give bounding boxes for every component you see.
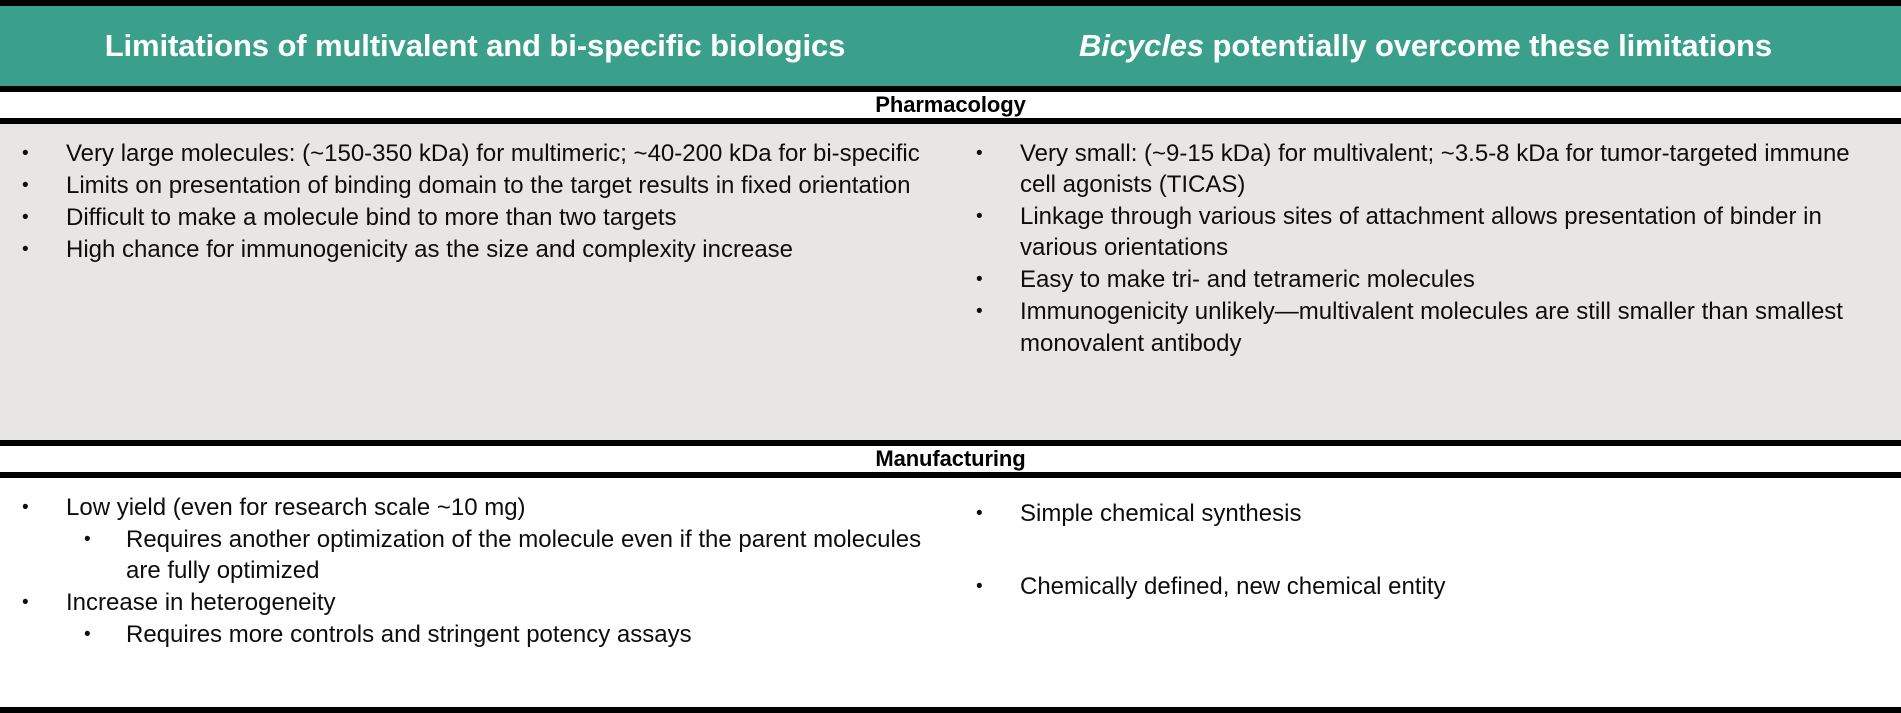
bullet-marker-icon: • [22, 497, 29, 518]
bullet-marker-icon: • [976, 206, 983, 228]
bullet-text: Low yield (even for research scale ~10 m… [66, 494, 526, 521]
bullet-item: • Linkage through various sites of attach… [972, 201, 1877, 263]
bullet-item: • Very large molecules: (~150-350 kDa) fo… [18, 138, 932, 169]
pharmacology-right-list: • Very small: (~9-15 kDa) for multivalent… [972, 138, 1877, 359]
bullet-marker-icon: • [22, 175, 29, 197]
section-header-label: Manufacturing [875, 446, 1026, 471]
manufacturing-left-column: • Low yield (even for research scale ~10 … [0, 478, 950, 707]
table-bottom-rule [0, 707, 1901, 713]
bullet-text: Chemically defined, new chemical entity [1020, 573, 1446, 601]
section-content-pharmacology: • Very large molecules: (~150-350 kDa) fo… [0, 124, 1901, 440]
bullet-item: • Limits on presentation of binding domai… [18, 170, 932, 201]
bullet-text: Easy to make tri- and tetrameric molecul… [1020, 266, 1475, 294]
bullet-item: • Immunogenicity unlikely—multivalent mol… [972, 296, 1877, 358]
section-header-label: Pharmacology [875, 92, 1026, 117]
bullet-text: Increase in heterogeneity [66, 589, 336, 617]
bullet-item: • Chemically defined, new chemical entity [972, 571, 1877, 602]
bullet-marker-icon: • [84, 624, 91, 646]
bullet-marker-icon: • [84, 529, 91, 551]
bullet-text: Requires more controls and stringent pot… [126, 621, 692, 649]
bullet-text: Simple chemical synthesis [1020, 500, 1302, 527]
header-title-left: Limitations of multivalent and bi-specif… [104, 27, 846, 63]
bullet-item: • Difficult to make a molecule bind to mo… [18, 202, 932, 233]
pharmacology-left-column: • Very large molecules: (~150-350 kDa) fo… [0, 124, 950, 440]
header-title-right-emphasis: Bicycles [1078, 27, 1204, 63]
manufacturing-right-list: • Simple chemical synthesis • Chemically de… [972, 498, 1877, 602]
section-header-manufacturing: Manufacturing [0, 440, 1901, 478]
pharmacology-left-list: • Very large molecules: (~150-350 kDa) fo… [18, 138, 932, 266]
bullet-marker-icon: • [22, 207, 29, 229]
bullet-marker-icon: • [22, 143, 29, 164]
bullet-text: Immunogenicity unlikely—multivalent mole… [1020, 298, 1843, 357]
bullet-item: • Low yield (even for research scale ~10 … [18, 492, 932, 523]
bullet-item: • High chance for immunogenicity as the s… [18, 234, 932, 265]
bullet-item: • Very small: (~9-15 kDa) for multivalent… [972, 138, 1877, 200]
bullet-marker-icon: • [976, 576, 983, 598]
bullet-marker-icon: • [976, 301, 983, 323]
manufacturing-left-list: • Low yield (even for research scale ~10 … [18, 492, 932, 651]
section-content-manufacturing: • Low yield (even for research scale ~10 … [0, 478, 1901, 707]
header-cell-left: Limitations of multivalent and bi-specif… [0, 6, 950, 86]
manufacturing-right-column: • Simple chemical synthesis • Chemically de… [950, 478, 1901, 707]
bullet-marker-icon: • [976, 143, 983, 164]
bullet-text: Very large molecules: (~150-350 kDa) for… [66, 140, 920, 167]
bullet-text: High chance for immunogenicity as the si… [66, 236, 794, 264]
bullet-marker-icon: • [22, 239, 29, 261]
bullet-item: • Requires more controls and stringent po… [18, 619, 932, 650]
table-top-rule [0, 0, 1901, 6]
table-header-band: Limitations of multivalent and bi-specif… [0, 6, 1901, 86]
bullet-item: • Easy to make tri- and tetrameric molecu… [972, 264, 1877, 295]
bullet-item: • Simple chemical synthesis [972, 498, 1877, 529]
header-title-right: Bicycles potentially overcome these limi… [1079, 28, 1772, 65]
section-header-pharmacology: Pharmacology [0, 86, 1901, 124]
bullet-item: • Increase in heterogeneity [18, 587, 932, 618]
bullet-text: Linkage through various sites of attachm… [1020, 203, 1822, 262]
bullet-text: Very small: (~9-15 kDa) for multivalent;… [1020, 140, 1850, 199]
header-cell-right: Bicycles potentially overcome these limi… [950, 6, 1901, 86]
bullet-text: Difficult to make a molecule bind to mor… [66, 204, 677, 232]
pharmacology-right-column: • Very small: (~9-15 kDa) for multivalent… [950, 124, 1901, 440]
bullet-marker-icon: • [976, 503, 983, 524]
bullet-text: Limits on presentation of binding domain… [66, 172, 911, 200]
bullet-item: • Requires another optimization of the mo… [18, 524, 932, 586]
bullet-marker-icon: • [22, 592, 29, 614]
bullet-marker-icon: • [976, 269, 983, 291]
bullet-text: Requires another optimization of the mol… [126, 526, 922, 585]
header-title-right-rest: potentially overcome these limitations [1204, 27, 1773, 63]
